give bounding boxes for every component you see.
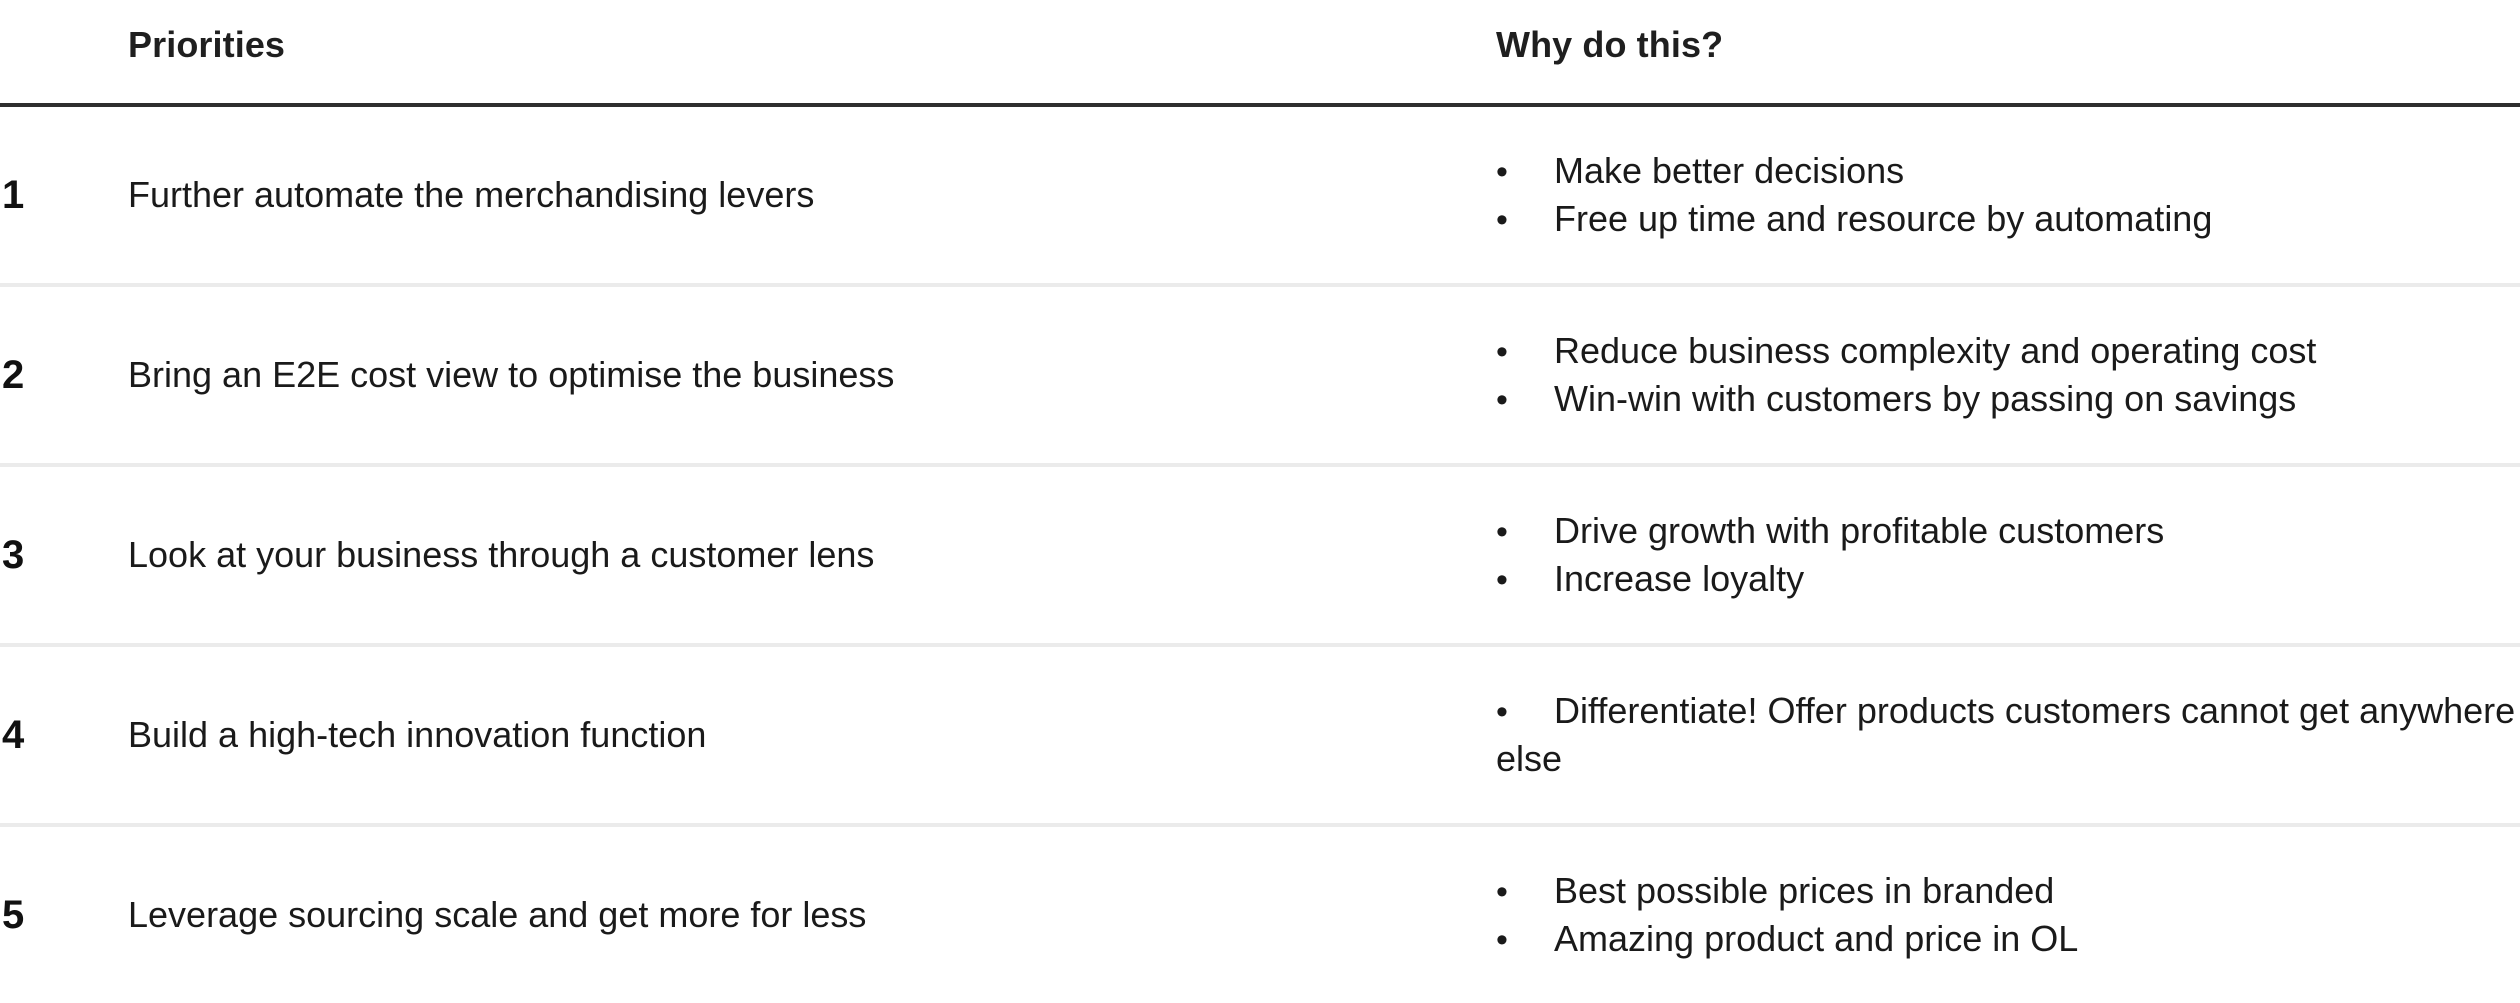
why-bullet-list: • Best possible prices in branded • Amazing… [1496,867,2520,963]
why-bullet-item: • Drive growth with profitable customers [1496,507,2520,555]
why-bullet-item: • Increase loyalty [1496,555,2520,603]
why-bullet-list: • Make better decisions • Free up time and … [1496,147,2520,243]
header-cell-why: Why do this? [1495,24,2520,65]
why-bullet-text: Increase loyalty [1554,558,1805,599]
why-bullet-item: • Reduce business complexity and operatin… [1496,327,2520,375]
priority-cell: Leverage sourcing scale and get more for… [128,893,1495,936]
row-number-cell: 1 [0,175,128,215]
bullet-icon: • [1496,873,1508,912]
row-number: 3 [2,533,25,577]
bullet-icon: • [1496,153,1508,192]
why-bullet-text: Free up time and resource by automating [1554,198,2213,239]
bullet-icon: • [1496,921,1508,959]
why-bullet-item: • Make better decisions [1496,147,2520,195]
priority-text: Leverage sourcing scale and get more for… [128,894,867,936]
row-number-cell: 2 [0,355,128,395]
priority-text: Build a high-tech innovation function [128,714,707,756]
why-bullet-item: •Differentiate! Offer products customers… [1496,687,2520,782]
why-bullet-item: • Win-win with customers by passing on sa… [1496,375,2520,423]
row-number: 1 [2,173,25,217]
why-bullet-item: • Best possible prices in branded [1496,867,2520,915]
why-bullet-text: Amazing product and price in OL [1554,918,2079,959]
why-bullet-text: Best possible prices in branded [1554,870,2055,912]
table-body: 1 Further automate the merchandising leve… [0,107,2520,1003]
row-number-cell: 4 [0,715,128,755]
table-row: 3 Look at your business through a custome… [0,467,2520,643]
priority-cell: Bring an E2E cost view to optimise the b… [128,353,1495,396]
header-separator-rule [0,103,2520,107]
why-bullet-text: Win-win with customers by passing on sav… [1554,378,2297,419]
why-cell: • Best possible prices in branded • Amazing… [1495,867,2520,963]
why-bullet-text: Differentiate! Offer products customers … [1496,690,2516,780]
why-cell: • Reduce business complexity and operatin… [1495,327,2520,423]
why-bullet-text: Reduce business complexity and operating… [1554,330,2317,372]
table-row: 2 Bring an E2E cost view to optimise the … [0,287,2520,463]
row-number: 5 [2,893,25,937]
priority-cell: Build a high-tech innovation function [128,713,1495,756]
row-divider [0,283,2520,287]
row-number-cell: 3 [0,535,128,575]
bullet-icon: • [1496,513,1508,552]
why-bullet-list: •Drive growth with profitable customers•… [1496,507,2520,603]
why-cell: •Differentiate! Offer products customers… [1495,687,2520,782]
priority-text: Look at your business through a customer… [128,534,875,576]
row-divider [0,463,2520,467]
table-row: 5 Leverage sourcing scale and get more fo… [0,827,2520,1003]
row-number: 2 [2,353,25,397]
why-bullet-list: •Differentiate! Offer products customers… [1496,687,2520,782]
priority-cell: Look at your business through a customer… [128,533,1495,576]
bullet-icon: • [1496,333,1508,372]
row-divider [0,823,2520,827]
bullet-icon: • [1496,693,1508,732]
why-bullet-list: • Reduce business complexity and operatin… [1496,327,2520,423]
why-cell: • Make better decisions • Free up time and … [1495,147,2520,243]
bullet-icon: • [1496,201,1508,239]
why-bullet-item: • Free up time and resource by automating [1496,195,2520,243]
row-number: 4 [2,713,25,757]
priority-text: Bring an E2E cost view to optimise the b… [128,354,895,396]
why-bullet-text: Make better decisions [1554,150,1905,192]
bullet-icon: • [1496,381,1508,419]
table-header-row: Priorities Why do this? [0,0,2520,103]
header-cell-priorities: Priorities [128,24,1495,65]
why-bullet-text: Drive growth with profitable customers [1554,510,2165,552]
table-row: 1 Further automate the merchandising leve… [0,107,2520,283]
row-number-cell: 5 [0,895,128,935]
row-divider [0,643,2520,647]
priority-cell: Further automate the merchandising lever… [128,173,1495,216]
priorities-column-header: Priorities [128,24,286,65]
priority-text: Further automate the merchandising lever… [128,174,815,216]
why-column-header: Why do this? [1496,24,1724,65]
table-row: 4 Build a high-tech innovation function •D… [0,647,2520,823]
why-cell: •Drive growth with profitable customers•… [1495,507,2520,603]
bullet-icon: • [1496,561,1508,599]
why-bullet-item: • Amazing product and price in OL [1496,915,2520,963]
